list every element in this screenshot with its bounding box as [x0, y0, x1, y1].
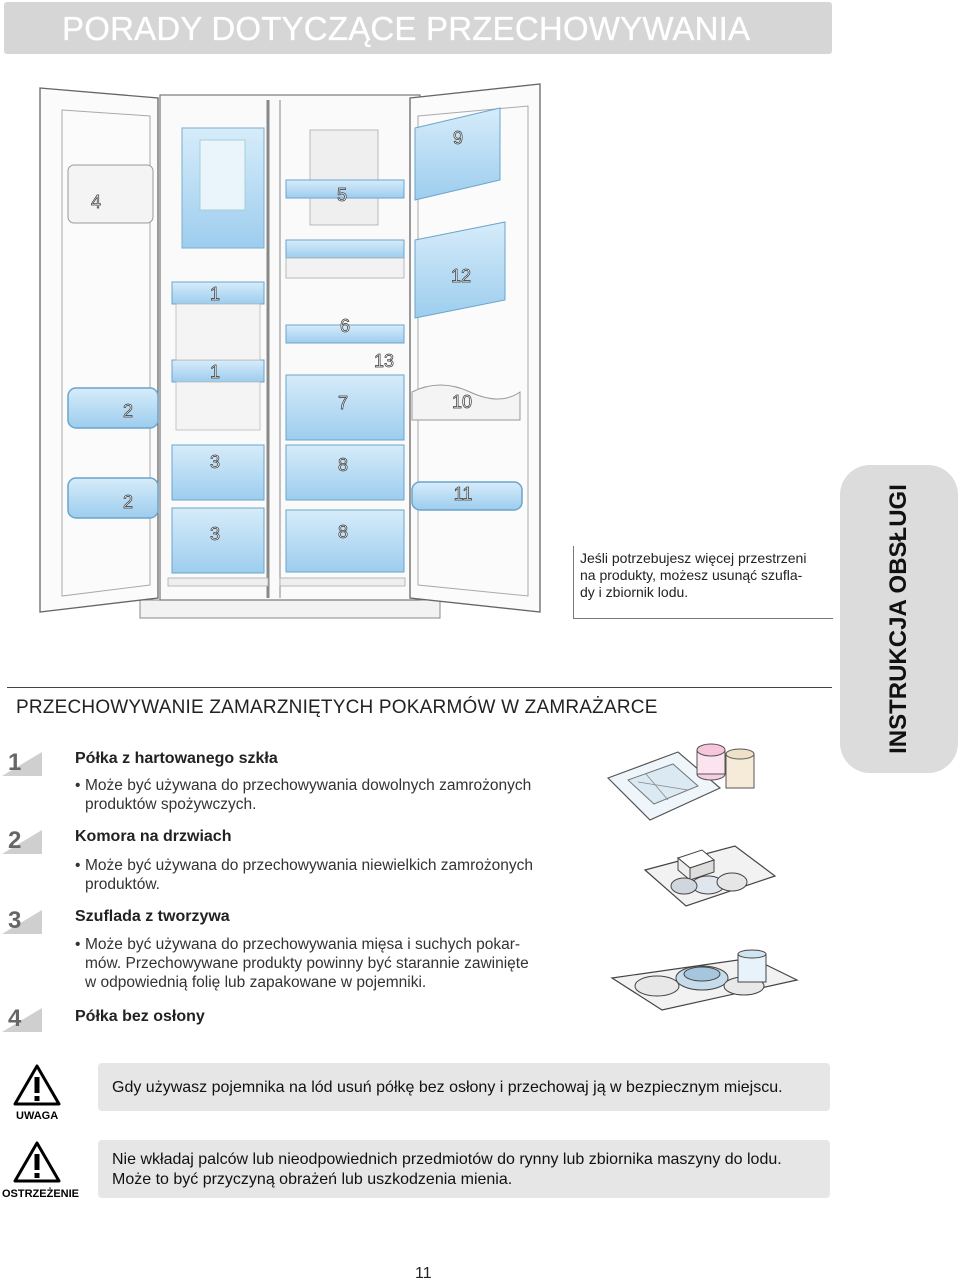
danger-warning-icon	[13, 1141, 61, 1183]
fridge-label-1b: 1	[210, 362, 220, 382]
item-desc-1: •Może być używana do przechowywania dowo…	[75, 777, 532, 813]
item-number-1: 1	[2, 749, 42, 776]
danger-label: OSTRZEŻENIE	[2, 1188, 80, 1200]
note-line-2: na produkty, możesz usunąć szufla-	[580, 567, 803, 583]
fridge-label-8a: 8	[338, 455, 348, 475]
caution-box: Gdy używasz pojemnika na lód usuń półkę …	[98, 1063, 830, 1111]
note-line-1: Jeśli potrzebujesz więcej przestrzeni	[580, 550, 807, 566]
fridge-label-13: 13	[374, 351, 394, 371]
fridge-label-11: 11	[454, 484, 473, 504]
danger-text-line-1: Nie wkładaj palców lub nieodpowiednich p…	[112, 1151, 782, 1168]
fridge-label-4: 4	[91, 192, 101, 212]
item-title-3: Szuflada z tworzywa	[75, 908, 230, 925]
fridge-label-1a: 1	[210, 284, 220, 304]
fridge-illustration: 4 1 1 2 2 3 3 5 6 7 8 8 9 10 11 12 13	[39, 83, 541, 619]
fridge-label-12: 12	[451, 266, 471, 286]
door-compartment-illustration	[643, 845, 777, 907]
fridge-label-10: 10	[452, 392, 472, 412]
danger-text-line-2: Może to być przyczyną obrażeń lub uszkod…	[112, 1171, 513, 1188]
page-number: 11	[415, 1265, 432, 1282]
fridge-label-7: 7	[338, 393, 348, 413]
fridge-label-2a: 2	[123, 401, 133, 421]
fridge-label-8b: 8	[338, 522, 348, 542]
page-header: PORADY DOTYCZĄCE PRZECHOWYWANIA ŻYWNOŚCI	[4, 2, 832, 101]
plastic-drawer-illustration	[610, 949, 799, 1011]
caution-text: Gdy używasz pojemnika na lód usuń półkę …	[112, 1079, 783, 1096]
fridge-label-3a: 3	[210, 452, 220, 472]
item-desc-2: •Może być używana do przechowywania niew…	[75, 857, 533, 893]
item-number-4: 4	[2, 1005, 42, 1032]
item-number-3: 3	[2, 907, 42, 934]
caution-warning-icon	[13, 1064, 61, 1106]
fridge-label-5: 5	[337, 185, 347, 205]
drawer-note: Jeśli potrzebujesz więcej przestrzeni na…	[573, 546, 833, 619]
item-desc-3: •Może być używana do przechowywania mięs…	[75, 936, 529, 991]
fridge-label-9: 9	[453, 128, 463, 148]
page-title: PORADY DOTYCZĄCE PRZECHOWYWANIA ŻYWNOŚCI	[62, 10, 749, 101]
fridge-label-2b: 2	[123, 492, 133, 512]
note-line-3: dy i zbiornik lodu.	[580, 584, 689, 600]
item-title-2: Komora na drzwiach	[75, 828, 232, 845]
item-number-2: 2	[2, 827, 42, 854]
fridge-label-6: 6	[340, 316, 350, 336]
caution-label: UWAGA	[16, 1110, 59, 1122]
glass-shelf-illustration	[606, 743, 755, 821]
item-title-4: Półka bez osłony	[75, 1008, 205, 1025]
section-divider	[7, 687, 832, 688]
side-tab: INSTRUKCJA OBSŁUGI	[840, 465, 958, 773]
danger-box: Nie wkładaj palców lub nieodpowiednich p…	[98, 1140, 830, 1198]
fridge-label-3b: 3	[210, 524, 220, 544]
item-title-1: Półka z hartowanego szkła	[75, 750, 278, 767]
side-tab-label: INSTRUKCJA OBSŁUGI	[885, 484, 912, 754]
section-title: PRZECHOWYWANIE ZAMARZNIĘTYCH POKARMÓW W …	[16, 697, 658, 718]
